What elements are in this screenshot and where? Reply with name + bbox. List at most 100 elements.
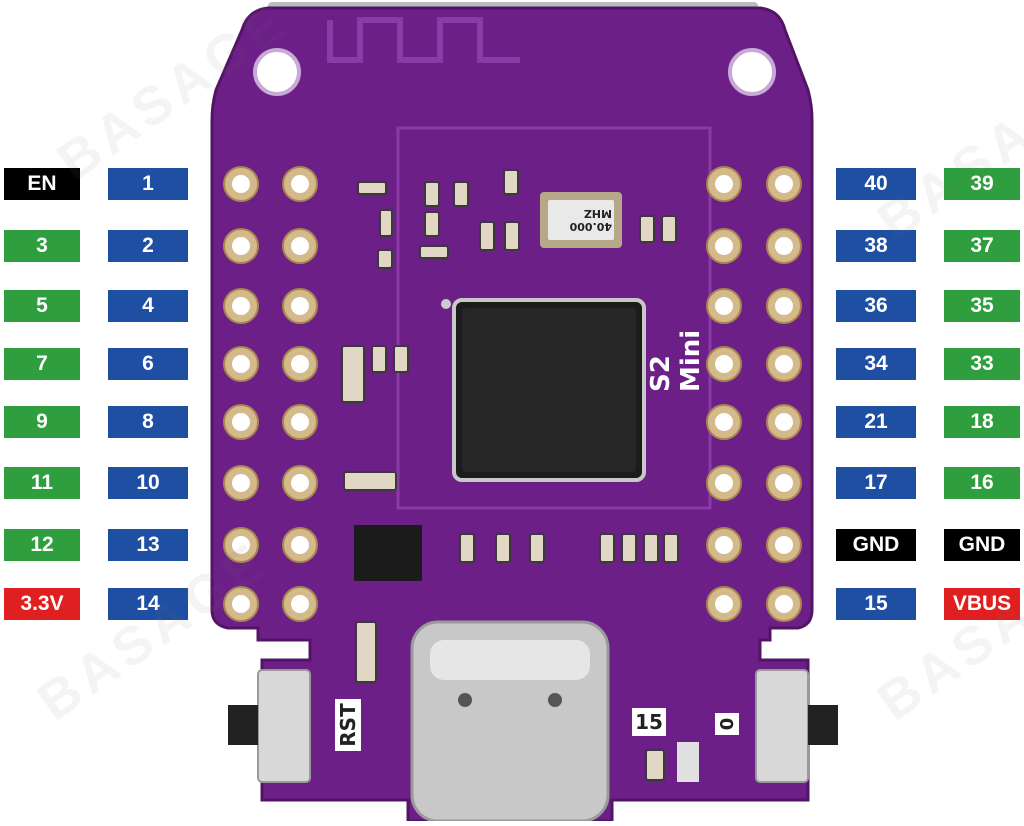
- pin-label-left-inner: 8: [108, 406, 188, 438]
- pin-hole: [232, 595, 250, 613]
- pin-hole: [232, 237, 250, 255]
- smd-part: [504, 221, 520, 251]
- smd-part: [639, 215, 655, 243]
- smd-part: [371, 345, 387, 373]
- pin-hole: [715, 474, 733, 492]
- smd-components: [341, 169, 679, 781]
- pin-hole: [232, 474, 250, 492]
- pin-hole: [232, 413, 250, 431]
- pin-label-left-inner: 4: [108, 290, 188, 322]
- pin-hole: [291, 474, 309, 492]
- pin-label-right-inner: 38: [836, 230, 916, 262]
- usb-c-hole-right: [548, 693, 562, 707]
- button-0-label: 0: [715, 713, 739, 735]
- usb-c-opening: [430, 640, 590, 680]
- pin-label-left-inner: 6: [108, 348, 188, 380]
- pin-hole: [775, 175, 793, 193]
- smd-part: [424, 181, 440, 207]
- smd-part: [357, 181, 387, 195]
- smd-part: [343, 471, 397, 491]
- pin-hole: [291, 413, 309, 431]
- pin-label-right-outer: VBUS: [944, 588, 1020, 620]
- pin-hole: [291, 595, 309, 613]
- pin-hole: [715, 595, 733, 613]
- pin-hole: [775, 536, 793, 554]
- smd-part: [645, 749, 665, 781]
- pin-label-right-outer: 39: [944, 168, 1020, 200]
- pin-hole: [775, 355, 793, 373]
- pin-label-right-outer: 18: [944, 406, 1020, 438]
- pin-label-left-inner: 13: [108, 529, 188, 561]
- antenna-trace: [327, 17, 520, 63]
- chip-pin1-marker: [441, 299, 451, 309]
- pin-label-left-outer: 3.3V: [4, 588, 80, 620]
- pin-label-right-inner: 40: [836, 168, 916, 200]
- pin-label-left-outer: 5: [4, 290, 80, 322]
- pin-label-right-inner: GND: [836, 529, 916, 561]
- rst-label: RST: [335, 699, 361, 751]
- pin-hole: [291, 175, 309, 193]
- pin-label-left-inner: 10: [108, 467, 188, 499]
- led-15: [677, 742, 699, 782]
- pin-hole: [775, 595, 793, 613]
- pin-hole: [775, 237, 793, 255]
- pin-hole: [715, 413, 733, 431]
- smd-part: [599, 533, 615, 563]
- pin-label-left-outer: 7: [4, 348, 80, 380]
- smd-part: [424, 211, 440, 237]
- pin-hole: [291, 536, 309, 554]
- boot-button-actuator: [808, 705, 838, 745]
- pin-hole: [775, 413, 793, 431]
- pin-hole: [291, 355, 309, 373]
- pin-hole: [291, 237, 309, 255]
- pin-label-right-outer: 16: [944, 467, 1020, 499]
- pin-label-left-inner: 2: [108, 230, 188, 262]
- pin-label-right-inner: 15: [836, 588, 916, 620]
- smd-part: [479, 221, 495, 251]
- board-model-label: S2 Mini: [646, 329, 706, 392]
- pin-label-left-outer: EN: [4, 168, 80, 200]
- crystal-label: 40.000 MHZ: [569, 207, 612, 233]
- pin-label-right-outer: 33: [944, 348, 1020, 380]
- pin-hole: [715, 175, 733, 193]
- smd-part: [663, 533, 679, 563]
- pin-hole: [232, 536, 250, 554]
- pin-label-right-outer: 37: [944, 230, 1020, 262]
- pin-label-left-outer: 9: [4, 406, 80, 438]
- smd-part: [419, 245, 449, 259]
- pin-label-right-outer: 35: [944, 290, 1020, 322]
- led-15-label: 15: [632, 708, 666, 736]
- rst-button: [257, 669, 311, 783]
- boot-button: [755, 669, 809, 783]
- smd-part: [621, 533, 637, 563]
- mounting-hole-right: [728, 48, 776, 96]
- pin-label-left-inner: 14: [108, 588, 188, 620]
- pin-hole: [232, 175, 250, 193]
- pin-label-left-outer: 11: [4, 467, 80, 499]
- pin-hole: [715, 297, 733, 315]
- smd-part: [355, 621, 377, 683]
- crystal-top: [548, 200, 614, 240]
- pin-hole: [232, 355, 250, 373]
- pin-label-right-inner: 17: [836, 467, 916, 499]
- pin-hole: [775, 297, 793, 315]
- pin-hole: [715, 355, 733, 373]
- pin-hole: [715, 536, 733, 554]
- pin-label-right-inner: 36: [836, 290, 916, 322]
- pin-hole: [291, 297, 309, 315]
- chip-top: [462, 308, 636, 472]
- pin-hole: [715, 237, 733, 255]
- pin-label-right-outer: GND: [944, 529, 1020, 561]
- smd-part: [459, 533, 475, 563]
- pin-hole: [232, 297, 250, 315]
- pin-label-right-inner: 21: [836, 406, 916, 438]
- smd-part: [503, 169, 519, 195]
- smd-part: [377, 249, 393, 269]
- rf-area-outline: [396, 126, 712, 510]
- smd-part: [379, 209, 393, 237]
- pin-label-right-inner: 34: [836, 348, 916, 380]
- mounting-hole-left: [253, 48, 301, 96]
- pin-pads: [223, 166, 802, 622]
